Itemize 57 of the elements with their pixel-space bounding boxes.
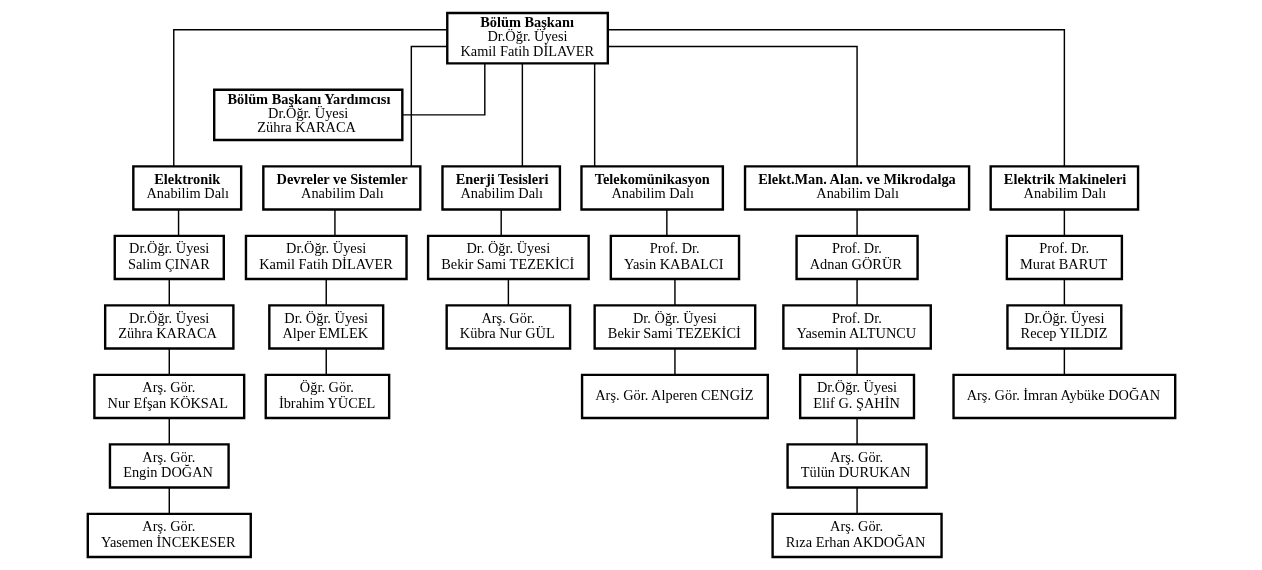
node-box: Arş. Gör. İmran Aybüke DOĞAN xyxy=(951,373,1176,420)
node-box: Telekomünikasyon Anabilim Dalı xyxy=(579,165,724,211)
node-box: Enerji Tesisleri Anabilim Dalı xyxy=(440,165,561,211)
connector xyxy=(168,486,170,515)
connector xyxy=(499,208,502,237)
node-box: Öğr. Gör. İbrahim YÜCEL xyxy=(264,373,390,420)
connector xyxy=(168,347,170,376)
node-box: Prof. Dr. Yasin KABALCI xyxy=(609,234,740,281)
connector xyxy=(521,62,523,167)
node-box: Elektrik Makineleri Anabilim Dalı xyxy=(988,165,1139,211)
connector xyxy=(593,62,595,167)
connector xyxy=(325,278,327,306)
node-box: Dr. Öğr. Üyesi Bekir Sami TEZEKİCİ xyxy=(592,304,756,350)
connector xyxy=(855,208,858,237)
connector xyxy=(410,45,448,167)
connector xyxy=(673,347,676,376)
node-box: Dr.Öğr. Üyesi Kamil Fatih DİLAVER xyxy=(244,234,408,281)
node-box: Dr.Öğr. Üyesi Recep YILDIZ xyxy=(1005,304,1122,350)
node-box: Arş. Gör. Yasemen İNCEKESER xyxy=(86,512,252,559)
connector xyxy=(401,62,486,116)
node-box: Bölüm Başkanı Yardımcısı Dr.Öğr. Üyesi Zühra KARACA xyxy=(212,88,404,142)
connector xyxy=(507,278,509,306)
node-box: Dr. Öğr. Üyesi Alper EMLEK xyxy=(267,304,384,350)
connector xyxy=(1063,278,1065,306)
node-box: Arş. Gör. Tülün DURUKAN xyxy=(785,443,928,489)
connector xyxy=(1063,208,1065,237)
node-box: Devreler ve Sistemler Anabilim Dalı xyxy=(261,165,421,211)
node-box: Arş. Gör. Kübra Nur GÜL xyxy=(444,304,571,350)
node-box: Elektronik Anabilim Dalı xyxy=(131,165,242,211)
node-box: Prof. Dr. Yasemin ALTUNCU xyxy=(781,304,932,350)
node-box: Dr.Öğr. Üyesi Salim ÇINAR xyxy=(113,234,225,281)
connector xyxy=(606,45,858,167)
connector xyxy=(325,347,327,376)
node-box: Elekt.Man. Alan. ve Mikrodalga Anabilim Dalı xyxy=(743,165,970,211)
connector xyxy=(172,29,448,167)
connector xyxy=(673,278,676,306)
connector xyxy=(333,208,336,237)
node-box: Dr.Öğr. Üyesi Zühra KARACA xyxy=(103,304,235,350)
connector xyxy=(855,278,858,306)
connector xyxy=(606,29,1065,167)
node-box: Prof. Dr. Adnan GÖRÜR xyxy=(794,234,919,281)
connector xyxy=(168,417,170,445)
connector xyxy=(177,208,179,237)
node-box: Bölüm Başkanı Dr.Öğr. Üyesi Kamil Fatih DİLAVER xyxy=(445,11,609,65)
node-box: Arş. Gör. Alperen CENGİZ xyxy=(580,373,769,420)
node-box: Dr. Öğr. Üyesi Bekir Sami TEZEKİCİ xyxy=(426,234,590,281)
connector xyxy=(168,278,170,306)
node-box: Arş. Gör. Nur Efşan KÖKSAL xyxy=(92,373,245,420)
node-box: Arş. Gör. Rıza Erhan AKDOĞAN xyxy=(770,512,943,559)
connector xyxy=(855,417,858,445)
connector xyxy=(855,347,858,376)
connector xyxy=(665,208,668,237)
node-box: Prof. Dr. Murat BARUT xyxy=(1005,234,1123,281)
node-box: Arş. Gör. Engin DOĞAN xyxy=(108,443,230,489)
node-box: Dr.Öğr. Üyesi Elif G. ŞAHİN xyxy=(798,373,915,420)
connector xyxy=(855,486,858,515)
connector xyxy=(1063,347,1065,376)
